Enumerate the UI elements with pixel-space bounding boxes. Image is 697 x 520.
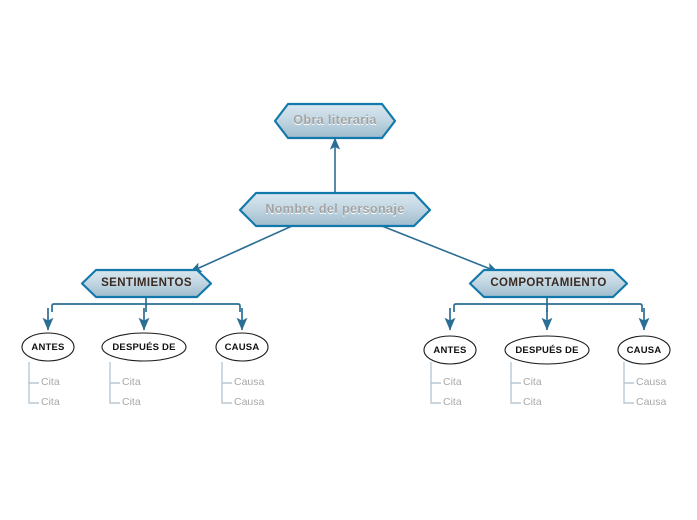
node-branch-sentimientos[interactable] xyxy=(80,268,213,299)
connector-bus-sentimientos xyxy=(51,297,241,312)
node-branch-comportamiento[interactable] xyxy=(468,268,629,299)
node-category-sentimientos-causa xyxy=(215,332,269,362)
node-category-comportamiento-causa xyxy=(617,335,671,365)
leaf-brackets xyxy=(28,362,634,404)
node-category-comportamiento-despues xyxy=(504,335,590,365)
node-category-comportamiento-antes xyxy=(423,335,477,365)
connector-arrows-sentimientos xyxy=(42,308,248,331)
node-category-sentimientos-despues xyxy=(101,332,187,362)
connector-subject-to-comportamiento xyxy=(381,225,499,273)
node-category-sentimientos-antes xyxy=(21,332,75,362)
node-root-obra-literaria[interactable] xyxy=(273,102,397,140)
connector-arrows-comportamiento xyxy=(444,308,650,331)
connector-bus-comportamiento xyxy=(453,297,643,312)
ellipse-nodes[interactable] xyxy=(21,332,671,365)
node-subject-nombre-del-personaje[interactable] xyxy=(238,191,432,228)
connector-subject-to-sentimientos xyxy=(189,225,293,273)
